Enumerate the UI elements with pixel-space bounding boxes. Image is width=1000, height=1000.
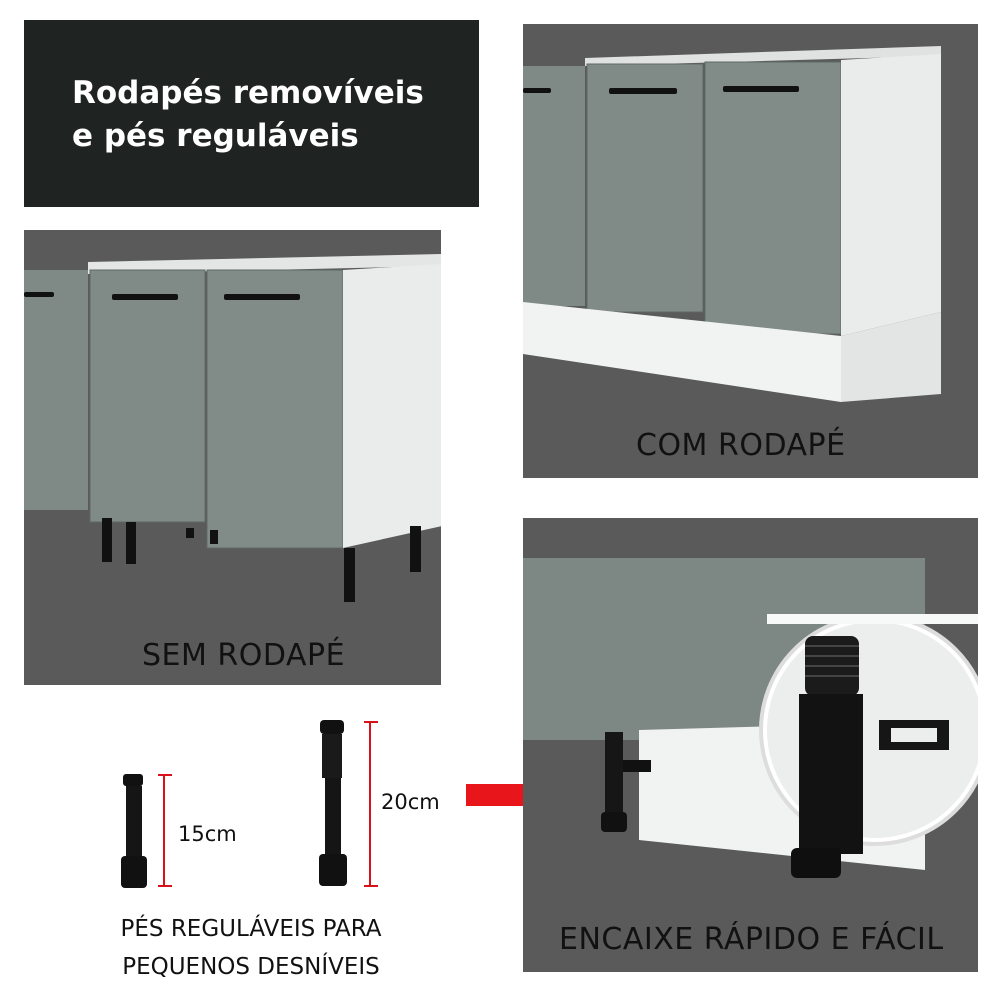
feet-caption-line-2: PEQUENOS DESNÍVEIS xyxy=(122,954,380,980)
feet-caption: PÉS REGULÁVEIS PARA PEQUENOS DESNÍVEIS xyxy=(98,910,404,986)
panel-quick-fit: ENCAIXE RÁPIDO E FÁCIL xyxy=(523,518,978,972)
title-banner: Rodapés removíveis e pés reguláveis xyxy=(24,20,479,207)
panel-without-baseboard: SEM RODAPÉ xyxy=(24,230,441,685)
short-foot-icon xyxy=(121,774,147,888)
quick-fit-caption: ENCAIXE RÁPIDO E FÁCIL xyxy=(559,922,944,957)
with-baseboard-caption: COM RODAPÉ xyxy=(636,428,846,463)
short-foot-height-label: 15cm xyxy=(178,822,237,846)
title-line-2: e pés reguláveis xyxy=(72,118,359,154)
panel-with-baseboard: COM RODAPÉ xyxy=(523,24,978,478)
feet-caption-line-1: PÉS REGULÁVEIS PARA xyxy=(120,916,382,942)
tall-foot-height-label: 20cm xyxy=(381,790,440,814)
quick-fit-detail-image xyxy=(523,558,978,878)
page-title: Rodapés removíveis e pés reguláveis xyxy=(72,72,424,158)
title-line-1: Rodapés removíveis xyxy=(72,75,424,111)
tall-foot-icon xyxy=(319,720,347,886)
cabinet-without-baseboard-image xyxy=(24,254,441,602)
without-baseboard-caption: SEM RODAPÉ xyxy=(142,638,346,673)
cabinet-with-baseboard-image xyxy=(523,46,941,402)
